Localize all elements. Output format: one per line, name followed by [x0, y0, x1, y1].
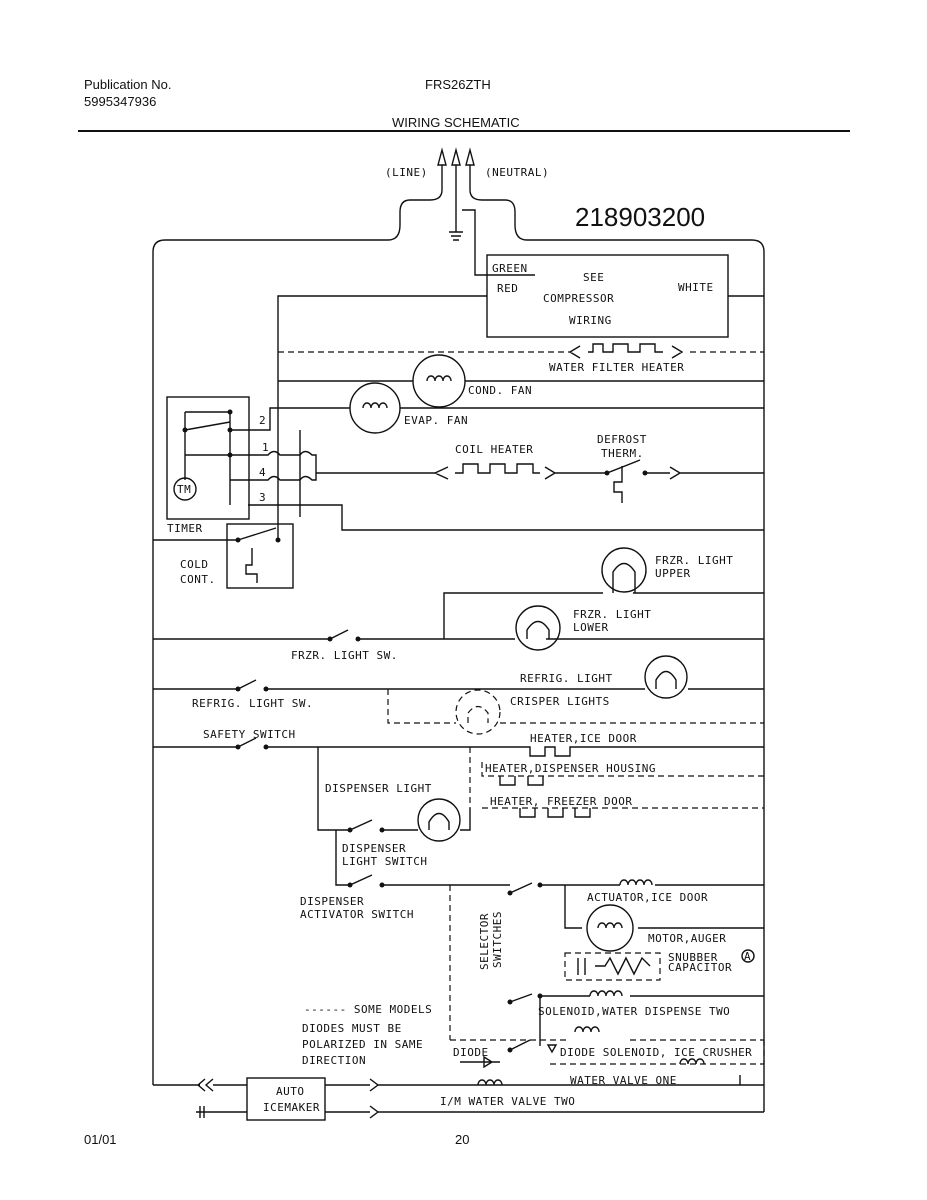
dispenser-light-switch-label-1: DISPENSER [342, 842, 406, 855]
part-number: 218903200 [575, 202, 705, 232]
line-label: (LINE) [385, 166, 428, 179]
cold-label: COLD [180, 558, 209, 571]
footer-date: 01/01 [84, 1132, 117, 1147]
dispenser-activator-label-2: ACTIVATOR SWITCH [300, 908, 414, 921]
snubber-label-2: CAPACITOR [668, 961, 732, 974]
snubber-mark: A [744, 950, 751, 963]
diode-label: DIODE [453, 1046, 489, 1059]
frzr-light-lower-label-2: LOWER [573, 621, 609, 634]
dispenser-light-icon [417, 798, 461, 842]
frzr-light-lower-label-1: FRZR. LIGHT [573, 608, 651, 621]
therm-label: THERM. [601, 447, 644, 460]
cond-fan-motor-icon [412, 354, 466, 408]
red-label: RED [497, 282, 518, 295]
water-filter-heater-label: WATER FILTER HEATER [549, 361, 684, 374]
terminal-3: 3 [259, 491, 266, 504]
model-number: FRS26ZTH [425, 77, 491, 92]
wiring-label: WIRING [569, 314, 612, 327]
selector-label-1: SELECTOR [478, 913, 491, 970]
header-rule [78, 130, 850, 132]
icemaker-label: ICEMAKER [263, 1101, 320, 1114]
power-plug [152, 147, 765, 1112]
heater-ice-door-label: HEATER,ICE DOOR [530, 732, 637, 745]
evap-fan-motor-icon [349, 382, 401, 434]
auto-icemaker-box [246, 1077, 326, 1121]
motor-auger-icon [586, 904, 634, 952]
diode-solenoid-ice-crusher-label: DIODE SOLENOID, ICE CRUSHER [560, 1046, 752, 1059]
dispenser-light-switch-label-2: LIGHT SWITCH [342, 855, 427, 868]
snubber-label-1: SNUBBER [668, 951, 718, 964]
actuator-ice-door-label: ACTUATOR,ICE DOOR [587, 891, 708, 904]
compressor-label: COMPRESSOR [543, 292, 614, 305]
see-label: SEE [583, 271, 604, 284]
note-line-1: DIODES MUST BE [302, 1022, 402, 1035]
cont-label: CONT. [180, 573, 216, 586]
selector-label-2: SWITCHES [491, 911, 504, 968]
heater-dispenser-housing-label: HEATER,DISPENSER HOUSING [485, 762, 656, 775]
timer-box [166, 396, 250, 520]
terminal-4: 4 [259, 466, 266, 479]
white-label: WHITE [678, 281, 714, 294]
defrost-label: DEFROST [597, 433, 647, 446]
evap-fan-label: EVAP. FAN [404, 414, 468, 427]
timer-motor-icon [173, 477, 197, 501]
terminal-2: 2 [259, 414, 266, 427]
water-valve-one-label: WATER VALVE ONE [570, 1074, 677, 1087]
page-title: WIRING SCHEMATIC [392, 115, 520, 130]
refrig-light-label: REFRIG. LIGHT [520, 672, 613, 685]
crisper-lights-label: CRISPER LIGHTS [510, 695, 610, 708]
frzr-light-upper-label-2: UPPER [655, 567, 691, 580]
solenoid-water-dispense-two-label: SOLENOID,WATER DISPENSE TWO [538, 1005, 730, 1018]
safety-switch-label: SAFETY SWITCH [203, 728, 296, 741]
dispenser-activator-label-1: DISPENSER [300, 895, 364, 908]
note-line-2: POLARIZED IN SAME [302, 1038, 423, 1051]
publication-number: 5995347936 [84, 94, 157, 109]
cond-fan-label: COND. FAN [468, 384, 532, 397]
frzr-light-upper-label-1: FRZR. LIGHT [655, 554, 733, 567]
refrig-light-icon [644, 655, 688, 699]
some-models-label: ------ SOME MODELS [304, 1003, 432, 1016]
note-line-3: DIRECTION [302, 1054, 366, 1067]
motor-auger-label: MOTOR,AUGER [648, 932, 726, 945]
cold-control-box [226, 523, 294, 589]
dispenser-light-label: DISPENSER LIGHT [325, 782, 432, 795]
terminal-1: 1 [262, 441, 269, 454]
freezer-light-lower-icon [515, 605, 561, 651]
diode-icon [460, 1055, 500, 1069]
refrig-light-sw-label: REFRIG. LIGHT SW. [192, 697, 313, 710]
freezer-light-upper-icon [601, 547, 647, 593]
neutral-label: (NEUTRAL) [485, 166, 549, 179]
frzr-light-sw-label: FRZR. LIGHT SW. [291, 649, 398, 662]
timer-label: TIMER [167, 522, 203, 535]
im-water-valve-two-label: I/M WATER VALVE TWO [440, 1095, 575, 1108]
auto-label: AUTO [276, 1085, 305, 1098]
diode-ice-crusher-icon [546, 1044, 558, 1054]
footer-page: 20 [455, 1132, 470, 1147]
coil-heater-label: COIL HEATER [455, 443, 533, 456]
publication-label: Publication No. [84, 77, 172, 92]
crisper-lights-icon [455, 689, 501, 735]
timer-motor-label: TM [177, 483, 191, 496]
green-label: GREEN [492, 262, 528, 275]
heater-freezer-door-label: HEATER, FREEZER DOOR [490, 795, 632, 808]
